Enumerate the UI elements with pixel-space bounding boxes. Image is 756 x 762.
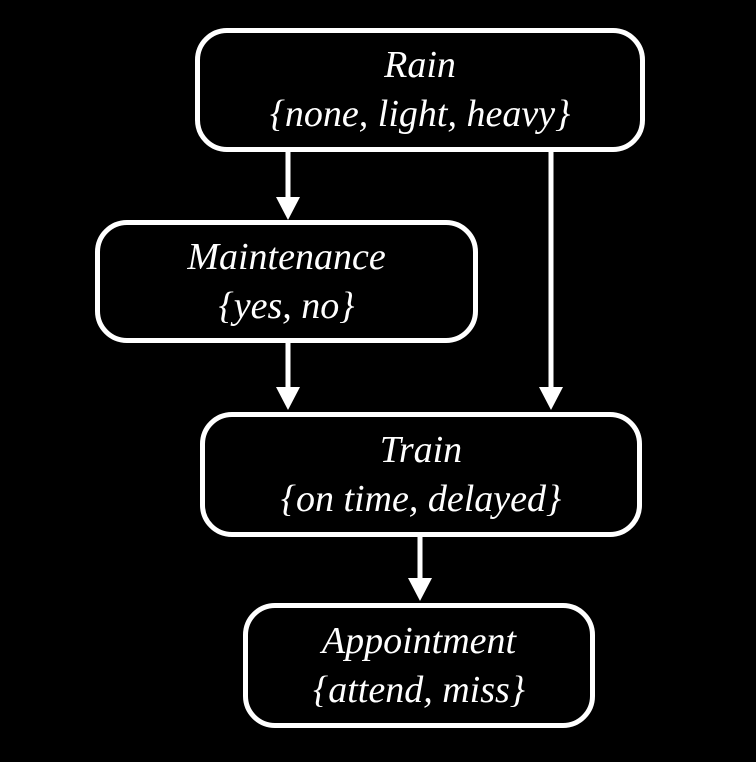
node-train-values: {on time, delayed} bbox=[280, 477, 562, 520]
node-maintenance: Maintenance {yes, no} bbox=[95, 220, 478, 343]
node-train: Train {on time, delayed} bbox=[200, 412, 642, 537]
node-train-label: Train bbox=[379, 428, 463, 471]
node-rain: Rain {none, light, heavy} bbox=[195, 28, 645, 152]
edge-maintenance-to-train-arrow bbox=[276, 343, 300, 410]
edge-train-to-appointment-arrow bbox=[408, 537, 432, 601]
node-maintenance-label: Maintenance bbox=[187, 235, 386, 278]
node-rain-values: {none, light, heavy} bbox=[269, 93, 571, 135]
node-appointment: Appointment {attend, miss} bbox=[243, 603, 595, 728]
node-rain-label: Rain bbox=[384, 44, 456, 87]
edge-rain-to-train-arrow bbox=[539, 152, 563, 410]
node-appointment-label: Appointment bbox=[321, 619, 517, 662]
edge-rain-to-maintenance-arrow bbox=[276, 152, 300, 220]
node-appointment-values: {attend, miss} bbox=[313, 668, 525, 711]
node-maintenance-values: {yes, no} bbox=[218, 284, 355, 327]
